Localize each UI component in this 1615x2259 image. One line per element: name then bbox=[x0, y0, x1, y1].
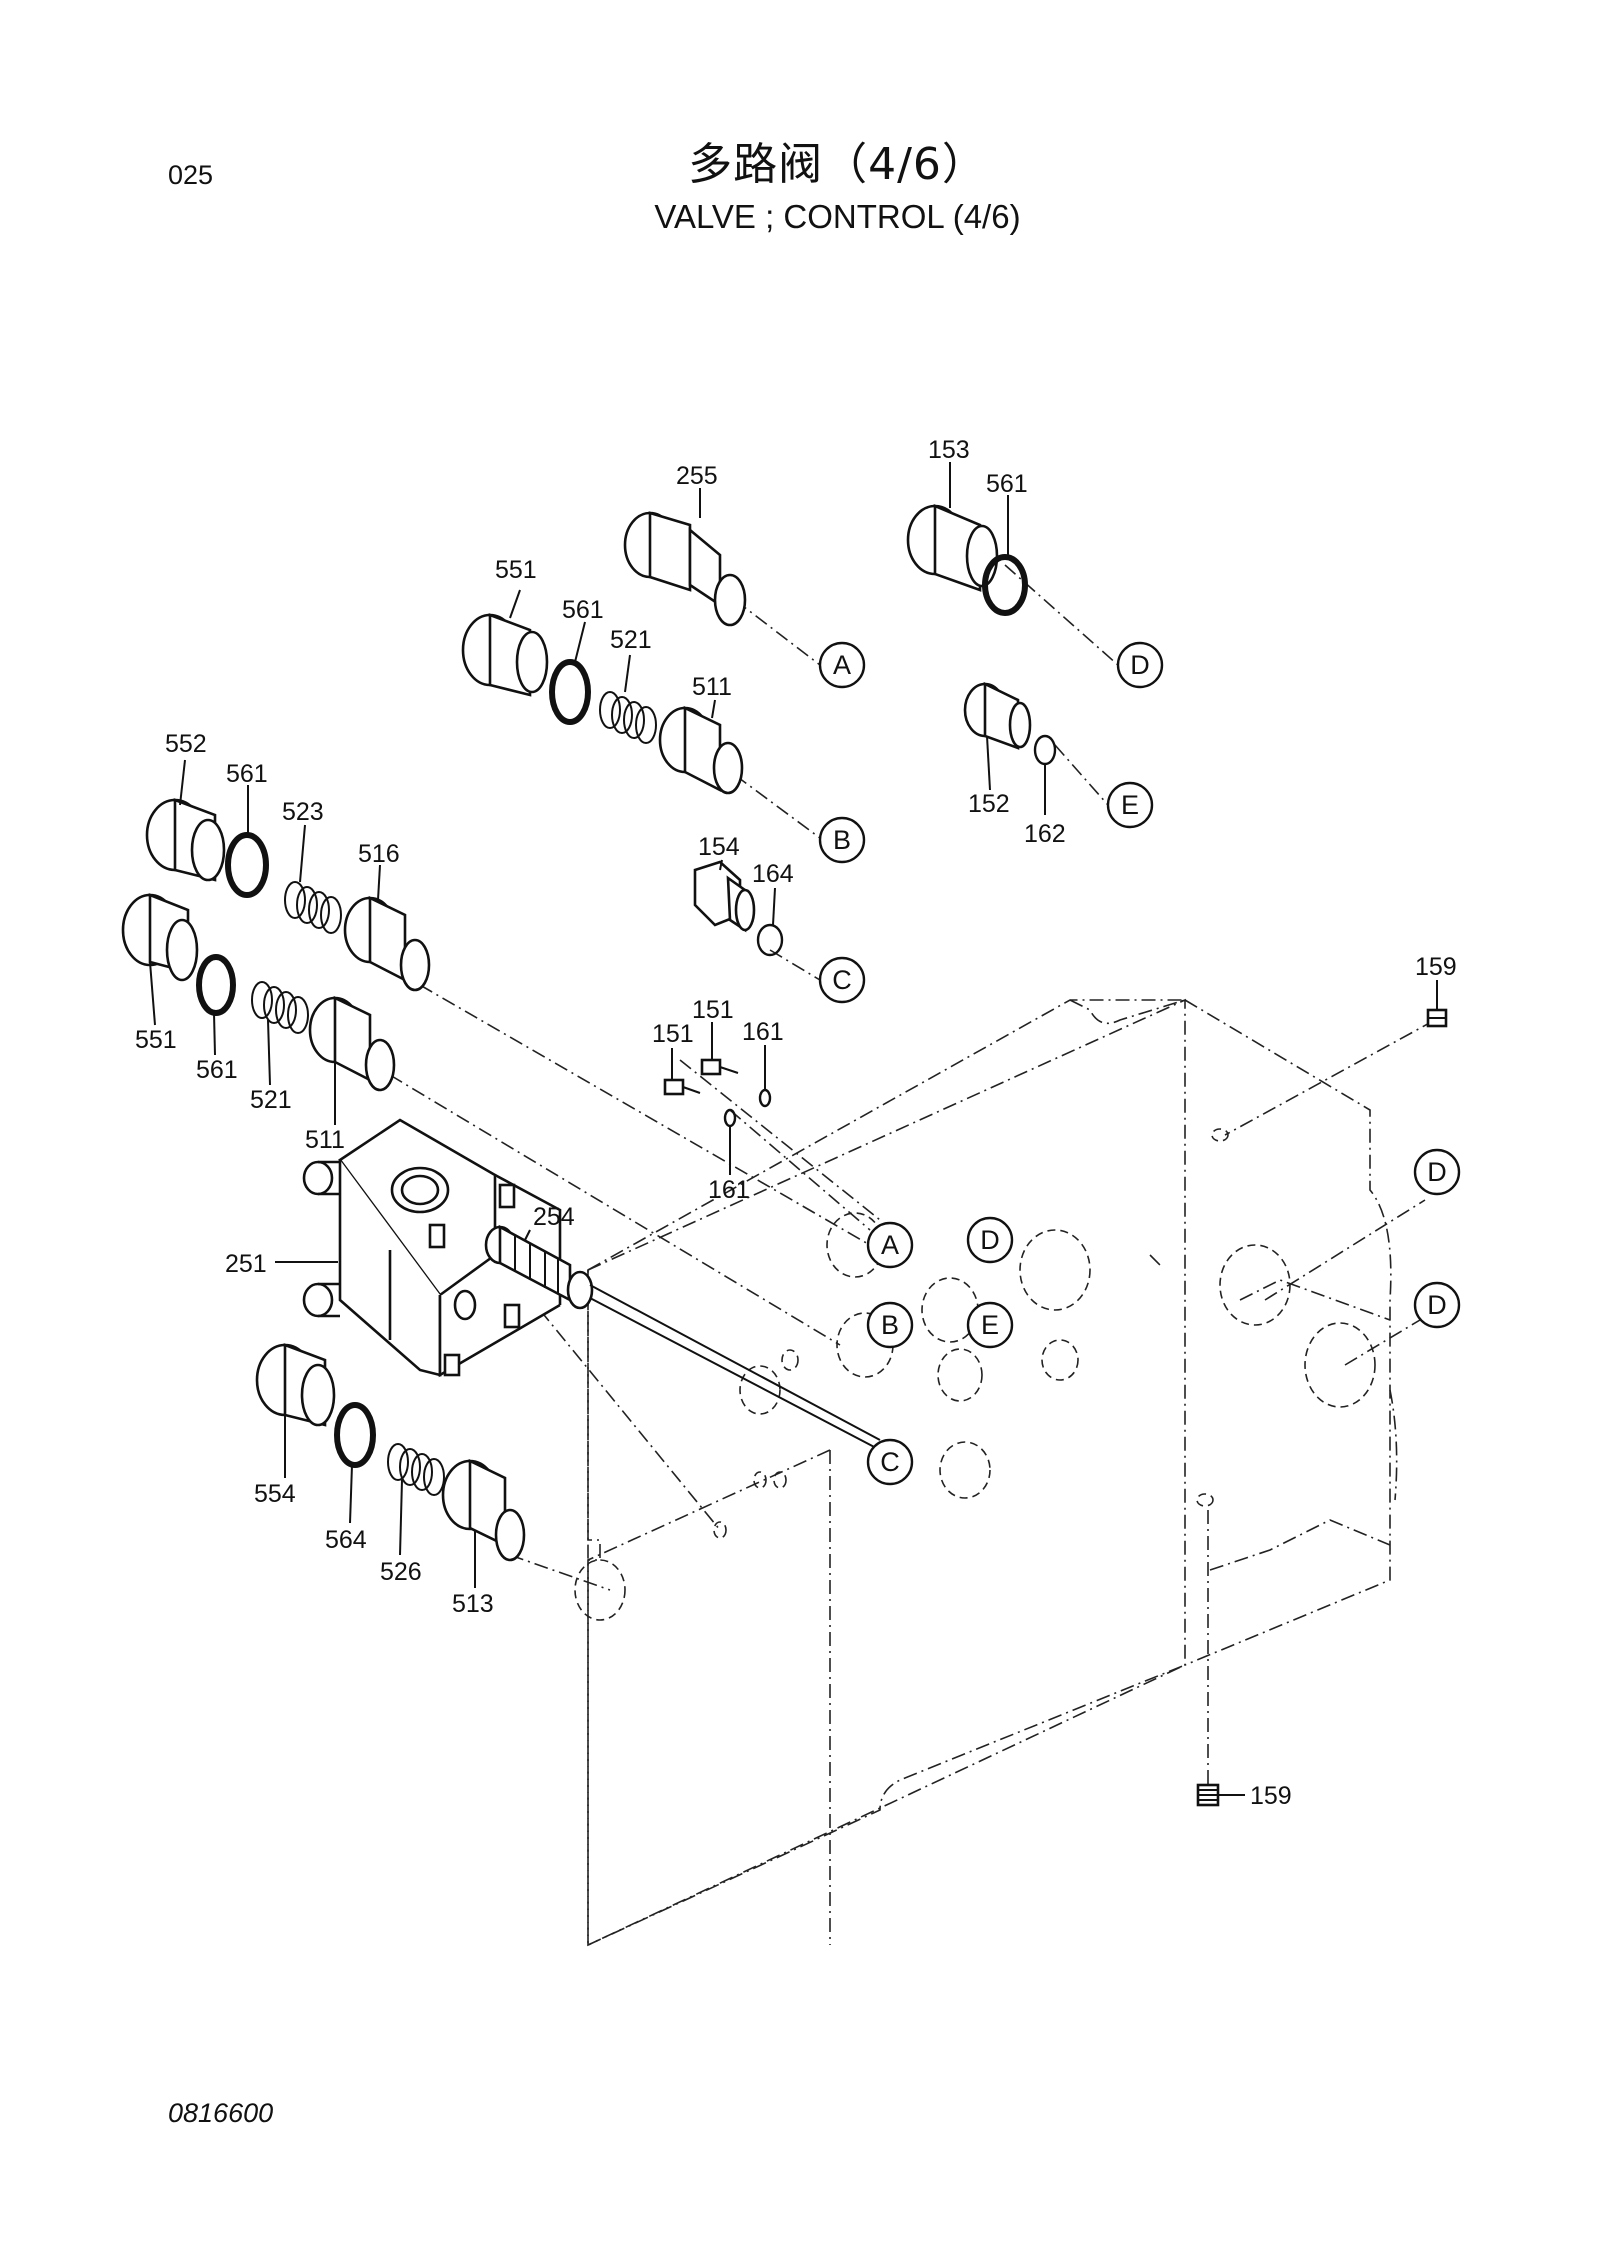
part-label-group: 255 153 561 551 561 521 511 552 561 523 … bbox=[135, 436, 1457, 1810]
part-152-plug bbox=[963, 681, 1032, 750]
page-number: 025 bbox=[168, 160, 214, 190]
part-159-plug-lower bbox=[1196, 1783, 1220, 1807]
part-label: 564 bbox=[325, 1526, 367, 1554]
part-label: 164 bbox=[752, 860, 794, 888]
svg-text:E: E bbox=[981, 1310, 999, 1340]
part-154-plug bbox=[693, 860, 756, 933]
part-label: 151 bbox=[652, 1020, 694, 1048]
part-159-plug-upper bbox=[1426, 1008, 1448, 1028]
part-151-bolts bbox=[663, 1058, 772, 1128]
part-label: 251 bbox=[225, 1250, 267, 1278]
reference-bubble: A bbox=[818, 641, 866, 689]
page-title-english: VALVE ; CONTROL (4/6) bbox=[654, 198, 1021, 235]
reference-bubble: E bbox=[966, 1301, 1014, 1349]
part-516-spool bbox=[343, 895, 431, 992]
part-label: 151 bbox=[692, 996, 734, 1024]
svg-text:A: A bbox=[833, 650, 851, 680]
part-526-spring bbox=[387, 1443, 445, 1496]
part-label: 561 bbox=[562, 596, 604, 624]
svg-text:B: B bbox=[881, 1310, 899, 1340]
part-label: 552 bbox=[165, 730, 207, 758]
part-561-oring-upper-right bbox=[982, 554, 1028, 616]
svg-text:D: D bbox=[1427, 1157, 1447, 1187]
part-label: 561 bbox=[196, 1056, 238, 1084]
reference-bubble: D bbox=[1413, 1281, 1461, 1329]
reference-bubble: D bbox=[1116, 641, 1164, 689]
reference-bubble: A bbox=[866, 1221, 914, 1269]
valve-body-outline bbox=[587, 998, 1398, 1947]
part-551-plug-lower bbox=[121, 893, 199, 982]
part-label: 162 bbox=[1024, 820, 1066, 848]
part-label: 521 bbox=[610, 626, 652, 654]
part-label: 254 bbox=[533, 1203, 575, 1231]
reference-bubble-group: A B C D E A B C D E D D bbox=[818, 641, 1461, 1486]
part-label: 161 bbox=[708, 1176, 750, 1204]
part-label: 159 bbox=[1250, 1782, 1292, 1810]
center-lines bbox=[389, 564, 1436, 1795]
part-521-spring-lower bbox=[251, 981, 309, 1034]
part-label: 159 bbox=[1415, 953, 1457, 981]
part-513-spool bbox=[441, 1458, 526, 1562]
leader-lines bbox=[149, 462, 1438, 1796]
part-label: 161 bbox=[742, 1018, 784, 1046]
svg-text:D: D bbox=[1427, 1290, 1447, 1320]
page-title-chinese: 多路阀（4/6） bbox=[688, 139, 987, 190]
part-254-spool bbox=[484, 1224, 881, 1451]
part-label: 551 bbox=[495, 556, 537, 584]
part-label: 561 bbox=[226, 760, 268, 788]
part-label: 152 bbox=[968, 790, 1010, 818]
svg-text:C: C bbox=[880, 1447, 900, 1477]
part-label: 554 bbox=[254, 1480, 296, 1508]
part-551-plug-upper bbox=[461, 613, 549, 697]
part-511-spool-upper bbox=[658, 705, 744, 795]
part-label: 153 bbox=[928, 436, 970, 464]
reference-bubble: D bbox=[966, 1216, 1014, 1264]
part-554-plug bbox=[255, 1343, 336, 1427]
svg-text:D: D bbox=[1130, 650, 1150, 680]
part-label: 526 bbox=[380, 1558, 422, 1586]
reference-bubble: D bbox=[1413, 1148, 1461, 1196]
part-255-plug bbox=[623, 511, 747, 627]
part-564-oring bbox=[334, 1402, 376, 1468]
part-label: 516 bbox=[358, 840, 400, 868]
part-561-oring-upper bbox=[549, 659, 591, 725]
svg-text:D: D bbox=[980, 1225, 1000, 1255]
part-162-oring bbox=[1033, 734, 1057, 766]
reference-bubble: B bbox=[866, 1301, 914, 1349]
reference-bubble: C bbox=[866, 1438, 914, 1486]
valve-body-ports bbox=[574, 1128, 1376, 1621]
part-561-oring-lower bbox=[196, 954, 236, 1016]
part-label: 255 bbox=[676, 462, 718, 490]
drawing-number: 0816600 bbox=[168, 2098, 274, 2128]
part-153-plug bbox=[906, 504, 999, 592]
part-label: 561 bbox=[986, 470, 1028, 498]
part-164-oring bbox=[756, 923, 784, 957]
svg-text:A: A bbox=[881, 1230, 899, 1260]
reference-bubble: C bbox=[818, 956, 866, 1004]
svg-text:E: E bbox=[1121, 790, 1139, 820]
reference-bubble: E bbox=[1106, 781, 1154, 829]
part-label: 511 bbox=[692, 673, 732, 701]
part-label: 513 bbox=[452, 1590, 494, 1618]
part-511-spool-lower bbox=[308, 995, 396, 1092]
part-521-spring-upper bbox=[599, 691, 657, 744]
reference-bubble: B bbox=[818, 816, 866, 864]
part-label: 551 bbox=[135, 1026, 177, 1054]
part-523-spring bbox=[284, 881, 342, 934]
part-552-plug bbox=[145, 798, 226, 882]
part-label: 511 bbox=[305, 1126, 345, 1154]
svg-text:B: B bbox=[833, 825, 851, 855]
svg-text:C: C bbox=[832, 965, 852, 995]
part-label: 521 bbox=[250, 1086, 292, 1114]
part-label: 523 bbox=[282, 798, 324, 826]
part-label: 154 bbox=[698, 833, 740, 861]
part-561-oring-mid bbox=[225, 832, 269, 898]
